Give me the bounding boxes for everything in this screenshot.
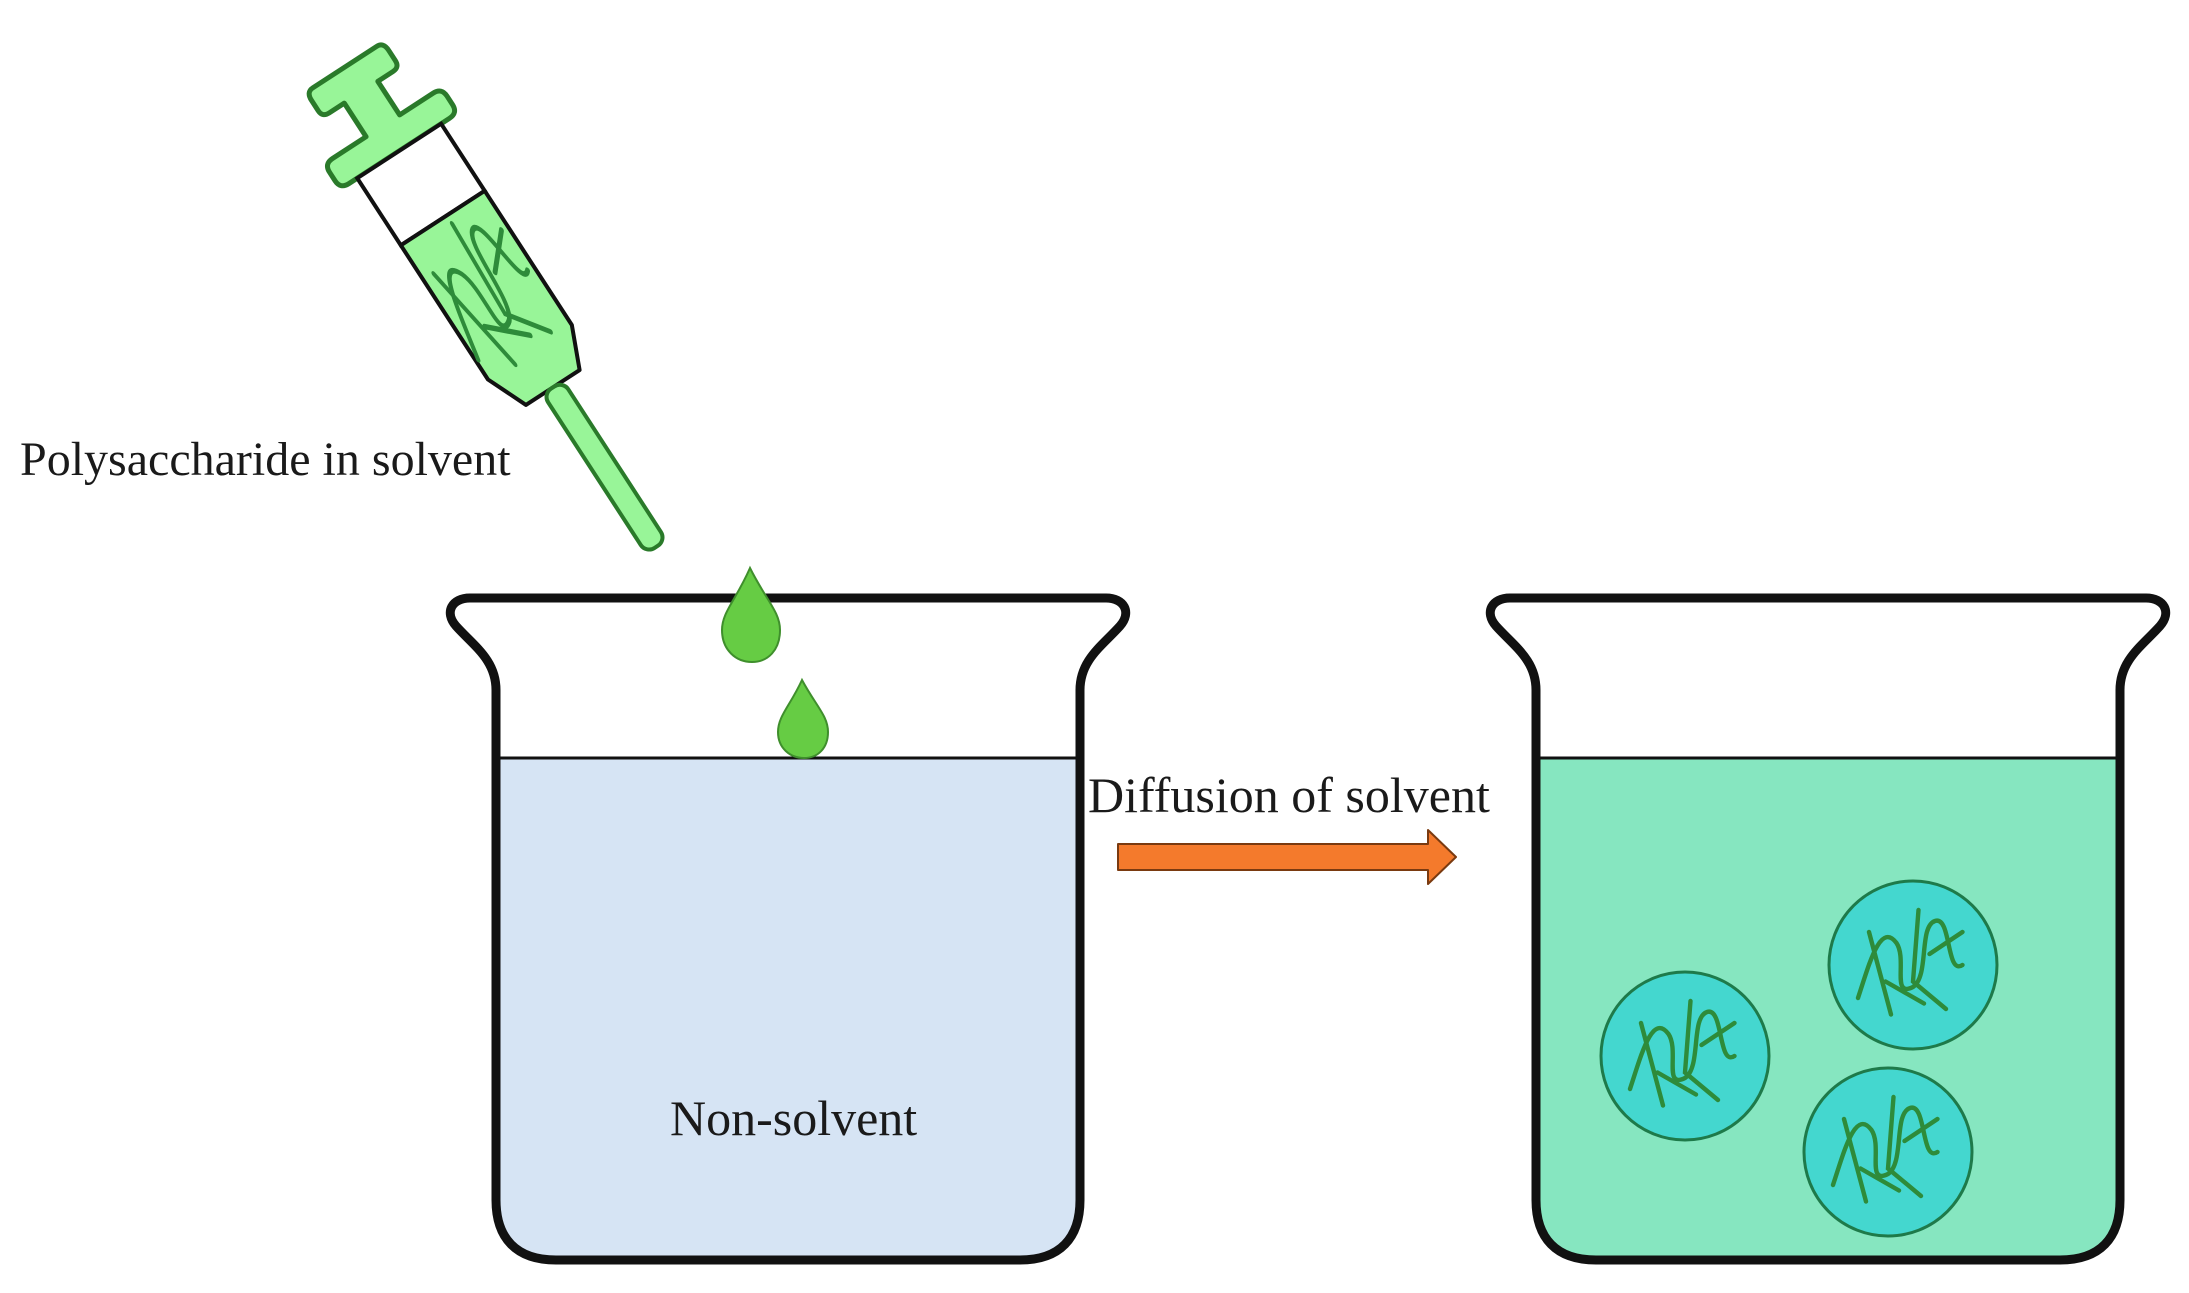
particle-3 (1802, 1066, 1974, 1238)
syringe-label: Polysaccharide in solvent (20, 433, 511, 486)
syringe-barrel-fluid (398, 188, 582, 407)
arrow-label: Diffusion of solvent (1088, 767, 1490, 823)
beaker-left-label: Non-solvent (670, 1090, 917, 1146)
diffusion-arrow (1117, 829, 1457, 885)
droplet-1 (720, 565, 782, 664)
particle-2 (1827, 879, 1999, 1051)
syringe (306, 42, 665, 552)
syringe-needle (544, 382, 665, 552)
syringe-plunger (306, 42, 458, 189)
droplet-2 (776, 677, 830, 760)
particle-1 (1599, 970, 1771, 1142)
beaker-left-liquid (496, 758, 1080, 1260)
beaker-left: Non-solvent (450, 598, 1125, 1260)
